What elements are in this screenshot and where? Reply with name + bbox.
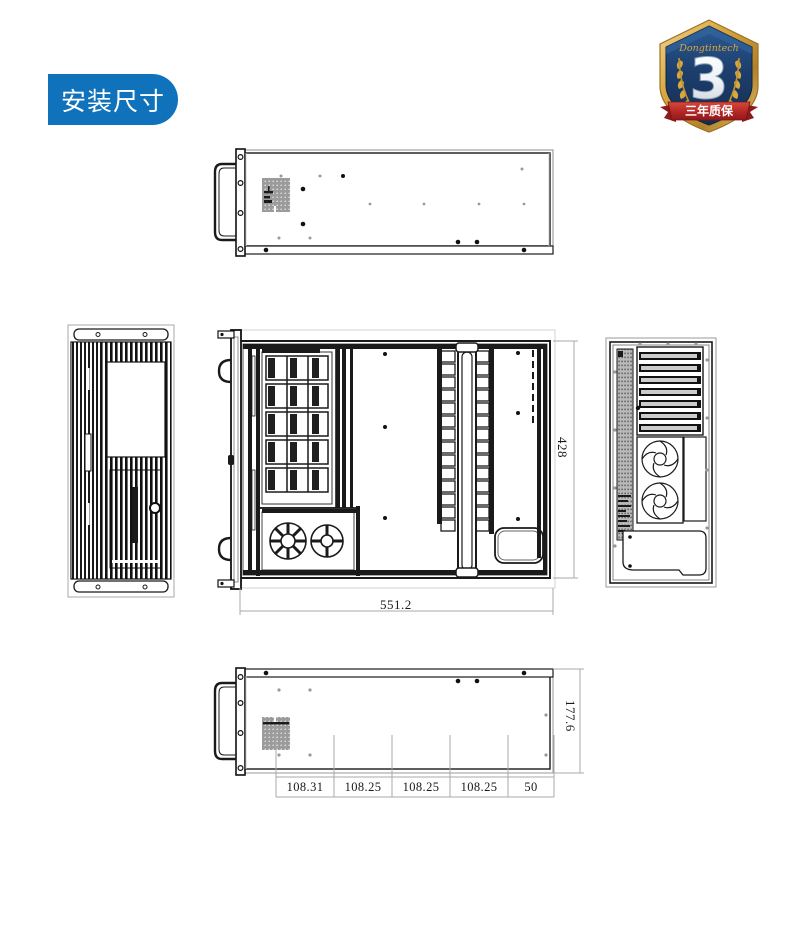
warranty-badge: Dongtintech 3 <box>646 14 772 138</box>
dimension-overall-depth: 428 <box>555 437 570 458</box>
view-front-panel <box>67 324 175 598</box>
ribbon-band <box>667 101 751 121</box>
expansion-card-guide-comb <box>437 342 494 578</box>
dimension-overall-height: 177.6 <box>563 700 578 732</box>
internal-drive-cage-upper <box>256 345 340 511</box>
dimension-chain-segment-1: 108.31 <box>286 779 324 794</box>
ribbon-label: 三年质保 <box>685 103 734 118</box>
rear-fan-icons <box>641 440 679 520</box>
badge-shield-highlight <box>666 26 752 54</box>
dimension-chain-segment-4: 108.25 <box>460 779 498 794</box>
dimension-overall-length: 551.2 <box>380 597 412 612</box>
dimension-chain-segment-3: 108.25 <box>402 779 440 794</box>
internal-fan-module-lower <box>256 506 360 576</box>
dimension-chain: 108.31 108.25 108.25 108.25 50 <box>276 777 554 797</box>
dimension-chain-segment-2: 108.25 <box>344 779 382 794</box>
view-rear-panel <box>605 337 717 588</box>
view-top <box>213 148 554 257</box>
section-title-pill: 安装尺寸 <box>48 74 178 125</box>
view-bottom <box>213 667 554 776</box>
badge-number: 3 <box>690 47 729 112</box>
badge-brand-text: Dongtintech <box>678 43 738 54</box>
dimension-lines <box>239 340 584 798</box>
view-main-plan <box>217 329 556 590</box>
section-title-label: 安装尺寸 <box>60 86 165 116</box>
pci-expansion-slots <box>639 352 701 432</box>
dimension-chain-segment-5: 50 <box>524 779 538 794</box>
warranty-badge-icon: Dongtintech 3 <box>659 19 759 133</box>
vent-perforation-top <box>262 178 290 212</box>
